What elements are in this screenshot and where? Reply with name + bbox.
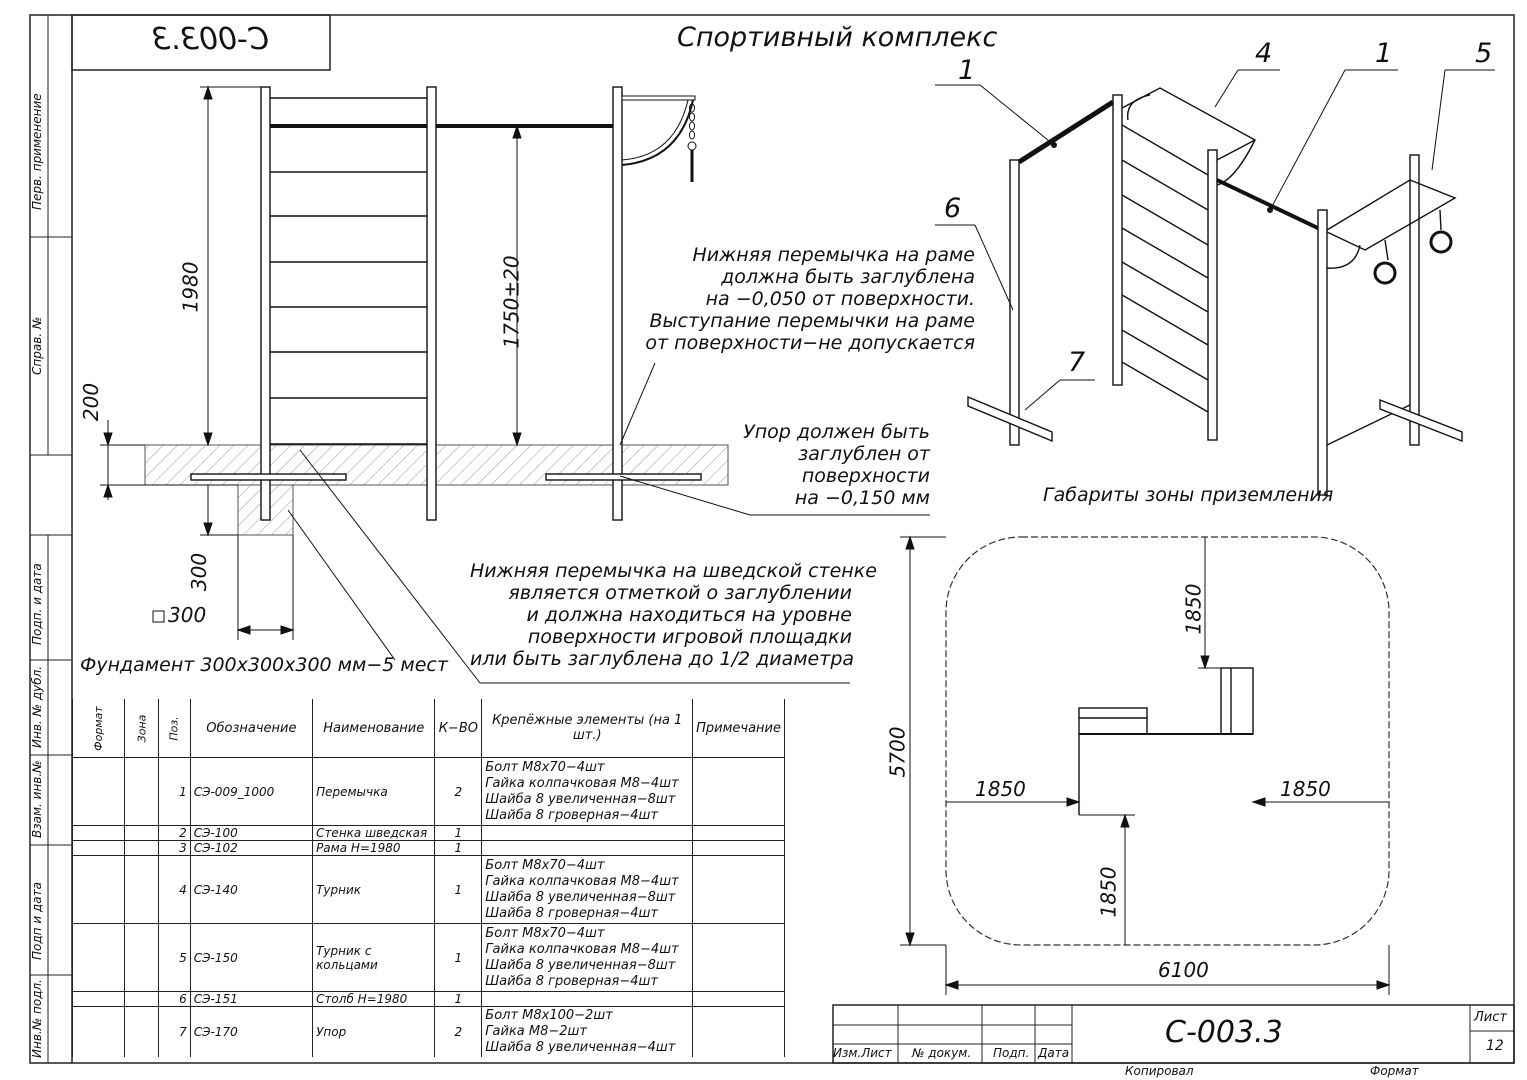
row-name: Рама Н=1980 xyxy=(312,840,436,856)
fastener-line: Шайба 8 увеличенная−8шт xyxy=(485,791,676,807)
row-code: СЭ-140 xyxy=(189,855,314,924)
header-designation: Обозначение xyxy=(189,699,314,758)
zone-dim-1850-left: 1850 xyxy=(975,777,1026,801)
fastener-line: Гайка М8−2шт xyxy=(485,1023,588,1039)
table-row: 4 СЭ-140 Турник 1 Болт М8х70−4шт Гайка к… xyxy=(72,855,785,924)
table-row: 3 СЭ-102 Рама Н=1980 1 xyxy=(72,840,785,856)
table-row: 2 СЭ-100 Стенка шведская 1 xyxy=(72,825,785,841)
sheet-label: Лист xyxy=(1474,1010,1507,1025)
row-pos: 4 xyxy=(158,855,191,924)
dim-300-square: 300 xyxy=(168,603,207,627)
row-name: Стенка шведская xyxy=(312,825,436,841)
specification-table: Формат Зона Поз. Обозначение Наименовани… xyxy=(72,699,785,1057)
ladder-rail-left xyxy=(260,86,271,521)
drawing-title: Спортивный комплекс xyxy=(677,22,998,53)
note-stop-depth: Упор должен быть заглублен от поверхност… xyxy=(743,421,930,509)
stop-plate-left xyxy=(190,473,347,481)
row-name: Турник с кольцами xyxy=(312,923,436,992)
row-qty: 1 xyxy=(434,923,483,992)
fastener-line: Шайба 8 гроверная−4шт xyxy=(485,807,658,823)
fastener-line: Гайка колпачковая М8−4шт xyxy=(485,941,679,957)
row-qty: 1 xyxy=(434,825,483,841)
tb-doc-no: № докум. xyxy=(912,1046,972,1060)
sheet-number: 12 xyxy=(1486,1038,1504,1054)
row-pos: 1 xyxy=(158,757,191,826)
row-code: СЭ-009_1000 xyxy=(189,757,314,826)
fastener-line: Шайба 8 увеличенная−8шт xyxy=(485,957,676,973)
fastener-line: Шайба 8 увеличенная−4шт xyxy=(485,1039,676,1055)
zone-dim-1850-right: 1850 xyxy=(1280,777,1331,801)
fastener-line: Болт М8х70−4шт xyxy=(485,759,605,775)
row-name: Турник xyxy=(312,855,436,924)
fastener-line: Шайба 8 гроверная−4шт xyxy=(485,905,658,921)
fastener-line: Гайка колпачковая М8−4шт xyxy=(485,775,679,791)
callout-5: 5 xyxy=(1475,38,1493,69)
callout-1-right: 1 xyxy=(1375,38,1393,69)
tb-podp: Подп. xyxy=(993,1046,1030,1060)
row-code: СЭ-100 xyxy=(189,825,314,841)
table-row: 6 СЭ-151 Столб Н=1980 1 xyxy=(72,991,785,1007)
row-qty: 1 xyxy=(434,855,483,924)
note-wall-crossbar: Нижняя перемычка на шведской стенке явля… xyxy=(470,560,877,670)
fastener-line: Болт М8х70−4шт xyxy=(485,925,605,941)
row-qty: 1 xyxy=(434,840,483,856)
landing-zone-caption: Габариты зоны приземления xyxy=(1043,484,1334,506)
row-qty: 2 xyxy=(434,1006,483,1057)
row-pos: 2 xyxy=(158,825,191,841)
header-note: Примечание xyxy=(692,699,785,758)
row-code: СЭ-150 xyxy=(189,923,314,992)
ladder-rail-right xyxy=(426,86,437,521)
fastener-line: Болт М8х100−2шт xyxy=(485,1007,613,1023)
header-format: Формат xyxy=(91,705,105,751)
header-fasteners: Крепёжные элементы (на 1 шт.) xyxy=(481,699,694,758)
zone-dim-5700: 5700 xyxy=(885,726,910,778)
zone-dim-6100: 6100 xyxy=(1158,958,1209,982)
row-fasteners: Болт М8х70−4шт Гайка колпачковая М8−4шт … xyxy=(481,757,694,826)
header-name: Наименование xyxy=(312,699,436,758)
callout-1-left: 1 xyxy=(958,55,976,86)
table-row: 5 СЭ-150 Турник с кольцами 1 Болт М8х70−… xyxy=(72,923,785,992)
table-row: 1 СЭ-009_1000 Перемычка 2 Болт М8х70−4шт… xyxy=(72,757,785,826)
format-label: Формат xyxy=(1370,1064,1419,1078)
tb-data: Дата xyxy=(1038,1046,1070,1060)
row-name: Перемычка xyxy=(312,757,436,826)
copied-label: Копировал xyxy=(1125,1064,1194,1078)
stamp-code: С-003.3 xyxy=(1165,1015,1283,1050)
callout-6: 6 xyxy=(944,193,962,224)
row-fasteners: Болт М8х70−4шт Гайка колпачковая М8−4шт … xyxy=(481,855,694,924)
row-name: Упор xyxy=(312,1006,436,1057)
row-name: Столб Н=1980 xyxy=(312,991,436,1007)
row-pos: 3 xyxy=(158,840,191,856)
fastener-line: Шайба 8 увеличенная−8шт xyxy=(485,889,676,905)
row-fasteners: Болт М8х100−2шт Гайка М8−2шт Шайба 8 уве… xyxy=(481,1006,694,1057)
row-code: СЭ-170 xyxy=(189,1006,314,1057)
zone-dim-1850-top: 1850 xyxy=(1181,583,1206,635)
note-lower-crossbar-frame: Нижняя перемычка на раме должна быть заг… xyxy=(645,244,975,354)
fastener-line: Гайка колпачковая М8−4шт xyxy=(485,873,679,889)
row-code: СЭ-102 xyxy=(189,840,314,856)
row-code: СЭ-151 xyxy=(189,991,314,1007)
row-pos: 5 xyxy=(158,923,191,992)
header-zone: Зона xyxy=(135,714,148,742)
tb-izm-list: Изм.Лист xyxy=(833,1046,892,1060)
fastener-line: Болт М8х70−4шт xyxy=(485,857,605,873)
zone-dim-1850-bottom: 1850 xyxy=(1096,866,1121,918)
header-pos: Поз. xyxy=(168,715,182,741)
callout-4: 4 xyxy=(1255,38,1273,69)
row-qty: 1 xyxy=(434,991,483,1007)
header-qty: К−ВО xyxy=(434,699,483,758)
callout-7: 7 xyxy=(1068,347,1086,378)
frame-post xyxy=(612,86,623,521)
table-row: 7 СЭ-170 Упор 2 Болт М8х100−2шт Гайка М8… xyxy=(72,1006,785,1057)
fastener-line: Шайба 8 гроверная−4шт xyxy=(485,973,658,989)
row-pos: 6 xyxy=(158,991,191,1007)
row-pos: 7 xyxy=(158,1006,191,1057)
row-fasteners: Болт М8х70−4шт Гайка колпачковая М8−4шт … xyxy=(481,923,694,992)
note-foundation: Фундамент 300х300х300 мм−5 мест xyxy=(80,654,448,676)
row-qty: 2 xyxy=(434,757,483,826)
